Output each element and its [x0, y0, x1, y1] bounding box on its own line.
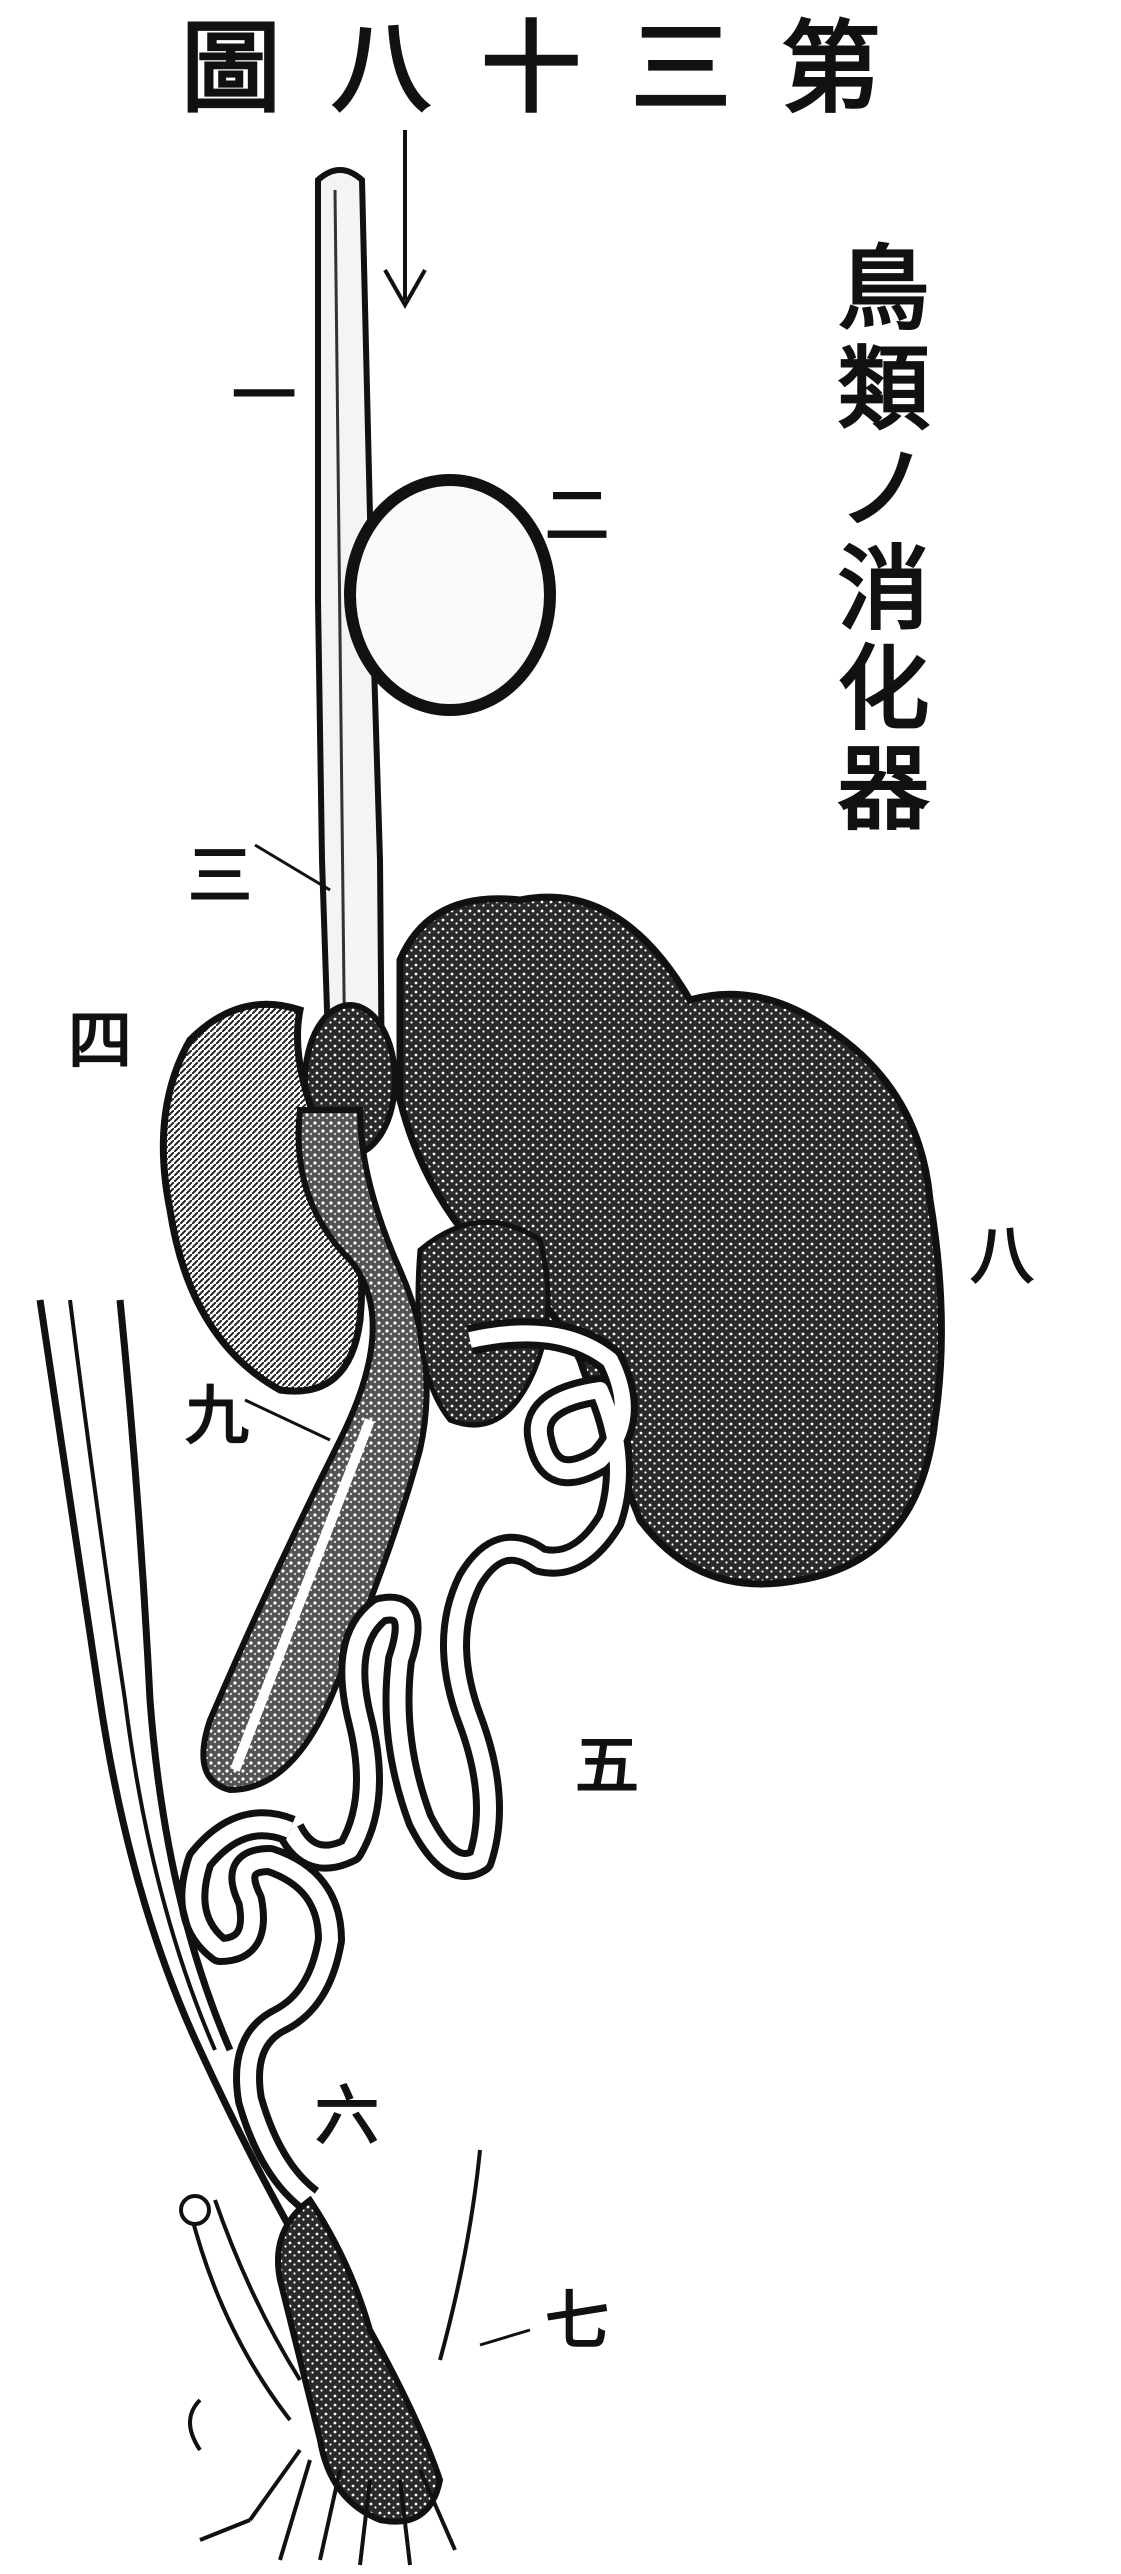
- label-liver: 八: [970, 1225, 1034, 1289]
- caeca: [40, 1300, 320, 2280]
- label-duodenum: 九: [185, 1385, 249, 1449]
- label-crop: 二: [545, 485, 609, 549]
- label-lower-intestine: 六: [315, 2085, 379, 2149]
- crop: [350, 480, 550, 710]
- label-cloaca: 七: [545, 2290, 609, 2354]
- cloaca: [278, 2200, 440, 2522]
- label-small-intestine: 五: [575, 1735, 639, 1799]
- arrow-indicator: [385, 130, 425, 305]
- figure-title: 第三十八圖: [181, 18, 931, 118]
- label-esophagus: 一: [232, 365, 296, 429]
- label-gizzard: 四: [68, 1010, 132, 1074]
- label-proventriculus: 三: [188, 845, 252, 909]
- figure-caption: 鳥類ノ消化器: [830, 240, 922, 840]
